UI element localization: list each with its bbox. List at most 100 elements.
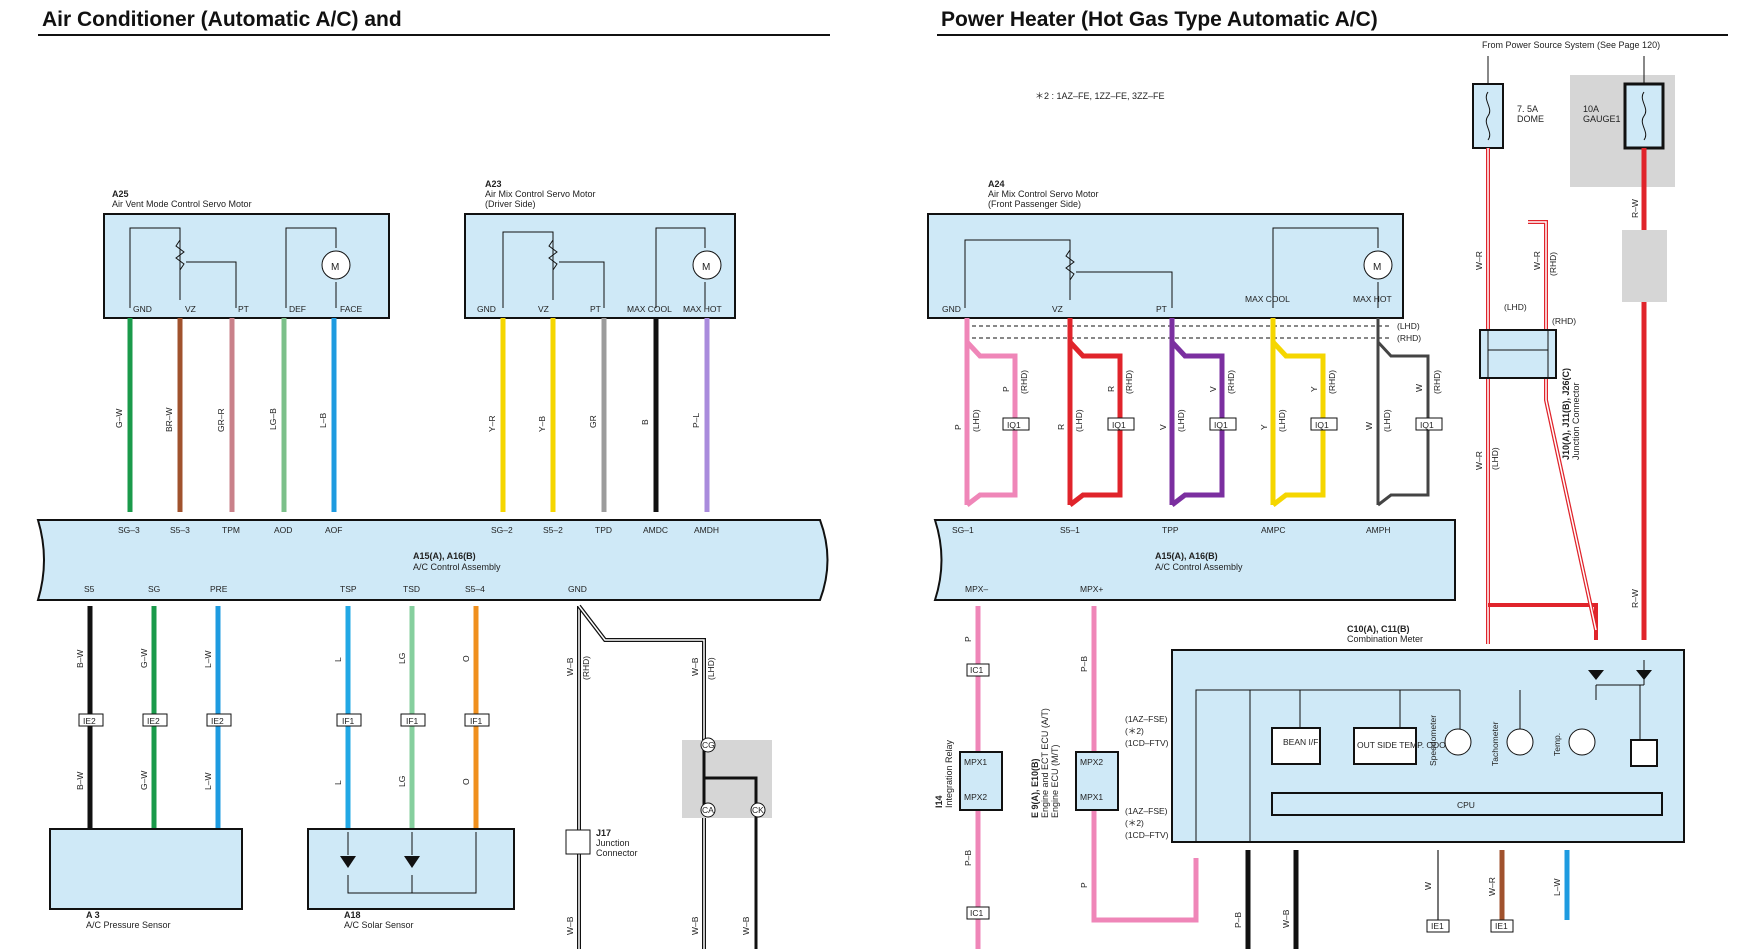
a24-lhd-wire-5: W bbox=[1364, 422, 1374, 430]
a23-motor-letter: M bbox=[702, 262, 710, 273]
a23-wire-label-2: Y–B bbox=[537, 416, 547, 432]
a24-box bbox=[927, 213, 1404, 319]
fuse-gauge-name: GAUGE1 bbox=[1583, 114, 1621, 124]
fuse-gauge-rating: 10A bbox=[1583, 104, 1599, 114]
a25-pin-pt: PT bbox=[238, 304, 249, 314]
tachometer-label: Tachometer bbox=[1490, 721, 1500, 766]
ie2-label-2: IE2 bbox=[147, 716, 160, 726]
meter-wire-2: W–B bbox=[1281, 909, 1291, 928]
a23-wire-label-3: GR bbox=[588, 415, 598, 428]
a25-wire-label-4: LG–B bbox=[268, 408, 278, 430]
fuse-dome-symbol bbox=[1485, 91, 1491, 141]
ie1-2 bbox=[1490, 919, 1514, 933]
a24-rhd-wire-3: V bbox=[1208, 386, 1218, 392]
pin-s5: S5 bbox=[84, 584, 95, 594]
engine-note: ＊2 : 1AZ–FE, 1ZZ–FE, 3ZZ–FE bbox=[1035, 91, 1165, 101]
ca-cb-shade bbox=[1622, 230, 1667, 302]
cg-circle bbox=[700, 737, 716, 753]
jc-code: J10(A), J11(B), J26(C) bbox=[1561, 368, 1571, 460]
a23-pin-maxcool: MAX COOL bbox=[627, 304, 672, 314]
a24-lhd-wire-4: Y bbox=[1259, 424, 1269, 430]
bean-if-label: BEAN I/F bbox=[1283, 737, 1318, 747]
a25-pin-def: DEF bbox=[289, 304, 306, 314]
pin-sg1: SG–1 bbox=[952, 525, 974, 535]
meter-wire-4: W–R bbox=[1487, 877, 1497, 896]
wire-gw-2: G–W bbox=[139, 771, 149, 790]
a25-code: A25 bbox=[112, 189, 129, 199]
i14-box bbox=[959, 751, 1003, 811]
a24-lhd-tag-5: (LHD) bbox=[1382, 409, 1392, 432]
ecu-code: E 9(A), E10(B) bbox=[1030, 758, 1040, 818]
wire-o-1: O bbox=[461, 655, 471, 662]
pin-mpx-minus: MPX– bbox=[965, 584, 988, 594]
pin-tpd: TPD bbox=[595, 525, 612, 535]
fuse-gauge-symbol bbox=[1641, 91, 1647, 141]
pin-amdc: AMDC bbox=[643, 525, 668, 535]
pin-sg3: SG–3 bbox=[118, 525, 140, 535]
a24-rhd-wire-4: Y bbox=[1309, 386, 1319, 392]
a24-name: Air Mix Control Servo Motor bbox=[988, 189, 1099, 199]
ca-label: CA bbox=[702, 805, 714, 815]
ck-label: CK bbox=[752, 805, 764, 815]
wire-o-2: O bbox=[461, 778, 471, 785]
ac-control-left bbox=[36, 519, 829, 601]
a24-pin-maxcool: MAX COOL bbox=[1245, 294, 1290, 304]
pin-gnd: GND bbox=[568, 584, 587, 594]
pin-s5-2: S5–2 bbox=[543, 525, 563, 535]
if1-label-3: IF1 bbox=[470, 716, 483, 726]
ie1-label-2: IE1 bbox=[1495, 921, 1508, 931]
a24-rhd-wire-2: R bbox=[1106, 386, 1116, 392]
a24-pin-vz: VZ bbox=[1052, 304, 1063, 314]
a25-pin-vz: VZ bbox=[185, 304, 196, 314]
a24-sub: (Front Passenger Side) bbox=[988, 199, 1081, 209]
ecu-pin-mpx1: MPX1 bbox=[1080, 792, 1103, 802]
a24-pin-pt: PT bbox=[1156, 304, 1167, 314]
a18-box bbox=[307, 828, 515, 910]
mpx-wire-1: P bbox=[963, 636, 973, 642]
a24-lhd-wire-1: P bbox=[953, 424, 963, 430]
a24-lhd-wire-3: V bbox=[1158, 424, 1168, 430]
wire-wb-3: W–B bbox=[565, 916, 575, 935]
a23-pin-vz: VZ bbox=[538, 304, 549, 314]
a24-rhd-wire-1: P bbox=[1001, 386, 1011, 392]
wire-bw-1: B–W bbox=[75, 650, 85, 668]
wire-wb-5: W–B bbox=[741, 916, 751, 935]
a24-pin-maxhot: MAX HOT bbox=[1353, 294, 1392, 304]
pin-sg: SG bbox=[148, 584, 160, 594]
a24-internal bbox=[964, 227, 1379, 308]
temp-label: Temp. bbox=[1552, 733, 1562, 756]
ac-code-right: A15(A), A16(B) bbox=[1155, 551, 1218, 561]
ecu-tag-4: (1AZ–FSE) bbox=[1125, 806, 1168, 816]
temp-gauge bbox=[1568, 728, 1596, 756]
wire-lw-1: L–W bbox=[203, 651, 213, 668]
a24-lhd-tag-3: (LHD) bbox=[1176, 409, 1186, 432]
wire-lg-1: LG bbox=[397, 653, 407, 664]
meter-wire-5: L–W bbox=[1552, 879, 1562, 896]
a23-wire-label-4: B bbox=[640, 419, 650, 425]
a25-pin-face: FACE bbox=[340, 304, 363, 314]
wire-wb-rhd: (RHD) bbox=[581, 656, 591, 680]
a23-motor bbox=[692, 250, 722, 280]
pin-amdh: AMDH bbox=[694, 525, 719, 535]
ic1-label-1: IC1 bbox=[970, 665, 984, 675]
a25-wire-label-3: GR–R bbox=[216, 408, 226, 432]
odo-trip-label: OUT SIDE TEMP. ODO/TRIP bbox=[1357, 740, 1468, 750]
i14-pin-mpx1: MPX1 bbox=[964, 757, 987, 767]
cpu-box bbox=[1271, 792, 1663, 816]
a25-pin-gnd: GND bbox=[133, 304, 152, 314]
a25-wire-label-5: L–B bbox=[318, 413, 328, 428]
pin-pre: PRE bbox=[210, 584, 228, 594]
rhd-tag-1: (RHD) bbox=[1397, 333, 1421, 343]
wire-lw-2: L–W bbox=[203, 773, 213, 790]
if1-label-1: IF1 bbox=[342, 716, 355, 726]
ac-code-left: A15(A), A16(B) bbox=[413, 551, 476, 561]
mpx-wire-3: P bbox=[1079, 882, 1089, 888]
mpx-wire-4: P–B bbox=[1079, 656, 1089, 672]
ic1-label-2: IC1 bbox=[970, 908, 984, 918]
meter-bottom-wires bbox=[1245, 850, 1570, 949]
a24-rhd-tag-1: (RHD) bbox=[1019, 370, 1029, 394]
jc-internal bbox=[1487, 330, 1549, 378]
a24-wires bbox=[964, 318, 1430, 507]
wire-wb-lhd: (LHD) bbox=[706, 657, 716, 680]
